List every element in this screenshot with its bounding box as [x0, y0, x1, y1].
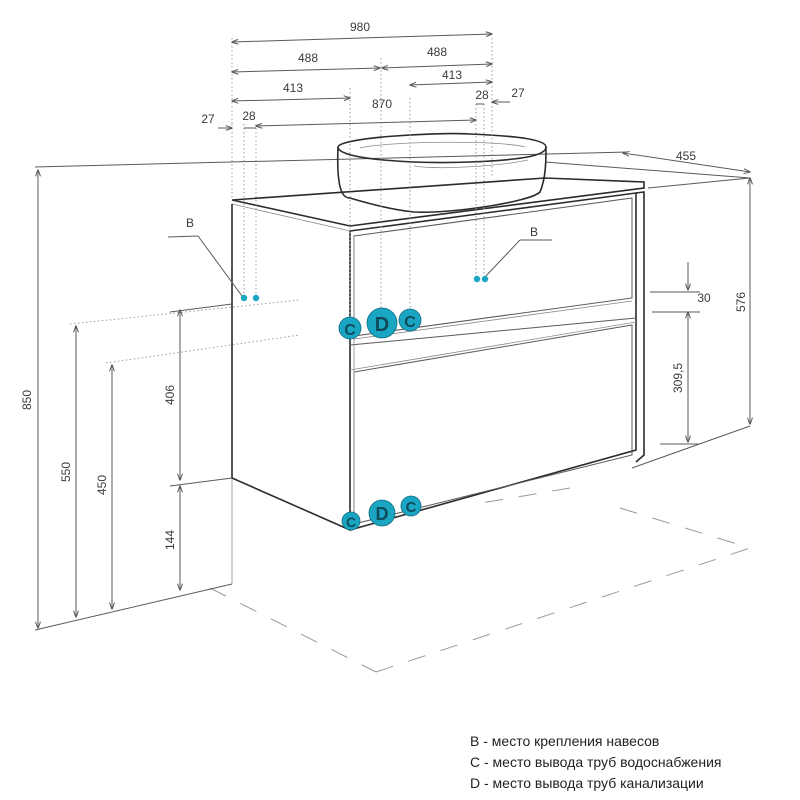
cd-markers-lower: C D C [341, 495, 422, 531]
b-marker-right: B [473, 225, 552, 283]
dim-height-450: 450 [95, 475, 109, 495]
c-marker-upper-left: C [344, 322, 356, 339]
dim-height-406: 406 [163, 385, 177, 405]
dim-inner-width: 870 [372, 97, 392, 111]
b-marker-left: B [167, 216, 260, 302]
dim-height-550: 550 [59, 462, 73, 482]
b-label-right: B [530, 225, 538, 239]
c-marker-lower-right: C [406, 499, 417, 516]
b-label-left: B [186, 216, 194, 230]
dim-edge-left-outer: 27 [201, 112, 215, 126]
c-marker-lower-left: C [346, 514, 356, 530]
dim-offset-right: 413 [442, 68, 462, 82]
d-marker-lower: D [376, 504, 389, 524]
dim-height-144: 144 [163, 530, 177, 550]
legend-c: C - место вывода труб водоснабжения [470, 754, 721, 770]
dim-depth: 455 [623, 149, 750, 172]
floor-outline [209, 487, 751, 673]
cabinet-body [231, 177, 645, 532]
d-marker-upper: D [375, 314, 389, 336]
dim-left: 850 550 450 406 144 [20, 170, 233, 628]
vessel-sink [336, 132, 547, 214]
cd-markers-upper: C D C [338, 307, 422, 340]
dim-gap: 30 [697, 291, 711, 305]
guide-lines [69, 38, 493, 364]
dim-offset-left: 413 [283, 81, 303, 95]
dim-half-right: 488 [427, 45, 447, 59]
dim-edge-right-outer: 27 [511, 86, 525, 100]
dim-depth-value: 455 [676, 149, 696, 163]
legend-d: D - место вывода труб канализации [470, 775, 704, 791]
dim-edge-right-inner: 28 [475, 88, 489, 102]
dim-half-left: 488 [298, 51, 318, 65]
dim-total-height: 850 [20, 390, 34, 410]
wall-lines [34, 151, 751, 631]
c-marker-upper-right: C [404, 314, 416, 331]
dim-total-width: 980 [350, 20, 370, 34]
legend: B - место крепления навесов C - место вы… [470, 733, 721, 791]
dim-edge-left-inner: 28 [242, 109, 256, 123]
dim-right: 576 30 309,5 [671, 178, 750, 442]
dim-top: 980 488 488 413 413 870 27 28 28 27 [201, 20, 525, 128]
dim-cabinet-height: 576 [734, 292, 748, 312]
dim-drawer-height: 309,5 [671, 363, 685, 393]
legend-b: B - место крепления навесов [470, 733, 659, 749]
